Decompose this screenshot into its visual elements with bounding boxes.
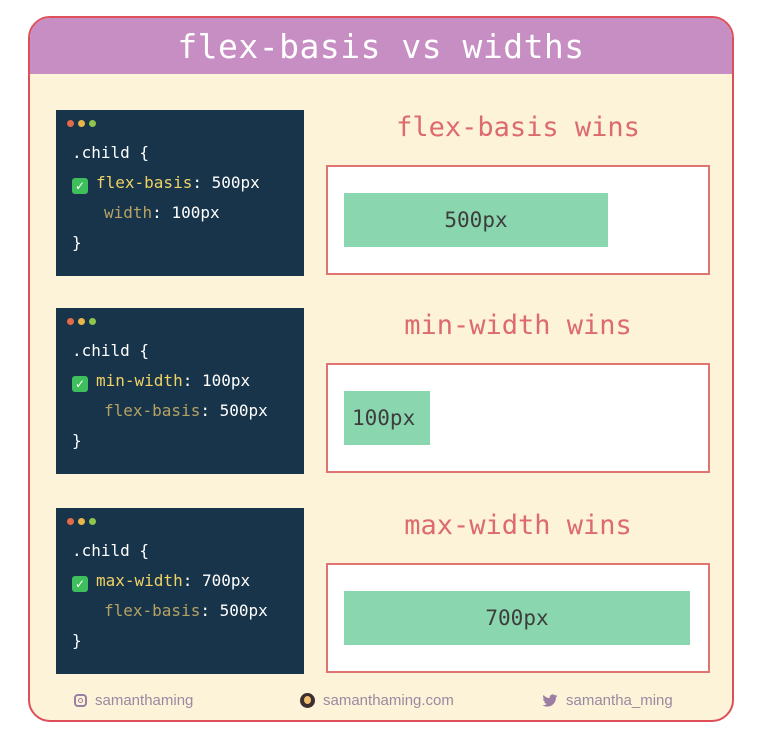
code-block: .child { ✓max-width: 700px flex-basis: 5… <box>56 508 304 674</box>
parent-container: 700px <box>326 563 710 673</box>
window-dots <box>67 316 304 326</box>
yellow-dot-icon <box>78 517 85 525</box>
twitter-handle: samantha_ming <box>566 692 673 709</box>
comparison-row: .child { ✓max-width: 700px flex-basis: 5… <box>30 508 732 674</box>
instagram-icon <box>74 694 87 707</box>
winner-label: max-width wins <box>404 510 632 541</box>
green-dot-icon <box>89 317 96 325</box>
comparison-row: .child { ✓flex-basis: 500px width: 100px… <box>30 110 732 276</box>
winning-property: min-width <box>96 371 183 390</box>
winning-property: max-width <box>96 571 183 590</box>
infographic-card: flex-basis vs widths .child { ✓ flex-basi… <box>28 16 734 722</box>
website-link[interactable]: samanthaming.com <box>300 692 454 709</box>
losing-value: 500px <box>219 601 268 620</box>
yellow-dot-icon <box>78 317 85 325</box>
code-losing-line: flex-basis: 500px <box>72 396 304 426</box>
losing-value: 500px <box>219 401 268 420</box>
instagram-link[interactable]: samanthaming <box>74 692 193 709</box>
avatar-icon <box>300 693 315 708</box>
header-banner: flex-basis vs widths <box>30 18 732 74</box>
twitter-icon <box>542 693 558 707</box>
check-icon: ✓ <box>72 178 88 194</box>
code-losing-line: flex-basis: 500px <box>72 596 304 626</box>
code-block: .child { ✓flex-basis: 500px width: 100px… <box>56 110 304 276</box>
losing-property: flex-basis <box>104 401 201 420</box>
check-icon: ✓ <box>72 576 88 592</box>
page-title: flex-basis vs widths <box>177 26 585 66</box>
website-url: samanthaming.com <box>323 692 454 709</box>
code-losing-line: width: 100px <box>72 198 304 228</box>
window-dots <box>67 118 304 128</box>
winning-property: flex-basis <box>96 173 193 192</box>
code-close: } <box>72 431 82 450</box>
check-icon: ✓ <box>72 376 88 392</box>
losing-property: flex-basis <box>104 601 201 620</box>
parent-container: 100px <box>326 363 710 473</box>
winning-value: 500px <box>211 173 260 192</box>
code-block: .child { ✓min-width: 100px flex-basis: 5… <box>56 308 304 474</box>
winning-value: 100px <box>201 371 251 390</box>
code-selector: .child { <box>72 341 150 360</box>
child-bar: 700px <box>344 591 690 645</box>
winning-value: 700px <box>201 571 251 590</box>
green-dot-icon <box>89 517 96 525</box>
code-close: } <box>72 233 82 252</box>
window-dots <box>67 516 304 526</box>
comparison-row: .child { ✓min-width: 100px flex-basis: 5… <box>30 308 732 474</box>
losing-value: 100px <box>171 203 220 222</box>
winner-label: flex-basis wins <box>396 112 640 143</box>
code-winning-line: ✓min-width: 100px <box>72 366 304 396</box>
code-selector: .child { <box>72 541 150 560</box>
code-selector: .child { <box>72 143 150 162</box>
losing-property: width <box>104 203 153 222</box>
instagram-handle: samanthaming <box>95 692 194 709</box>
twitter-link[interactable]: samantha_ming <box>542 692 673 709</box>
code-winning-line: ✓max-width: 700px <box>72 566 304 596</box>
child-bar: 500px <box>344 193 608 247</box>
child-bar: 100px <box>344 391 430 445</box>
footer: samanthaming samanthaming.com samantha_m… <box>30 686 732 718</box>
yellow-dot-icon <box>78 119 85 127</box>
code-winning-line: ✓flex-basis: 500px <box>72 168 304 198</box>
code-close: } <box>72 631 82 650</box>
parent-container: 500px <box>326 165 710 275</box>
winner-label: min-width wins <box>404 310 632 341</box>
red-dot-icon <box>67 317 74 325</box>
green-dot-icon <box>89 119 96 127</box>
red-dot-icon <box>67 517 74 525</box>
red-dot-icon <box>67 119 74 127</box>
